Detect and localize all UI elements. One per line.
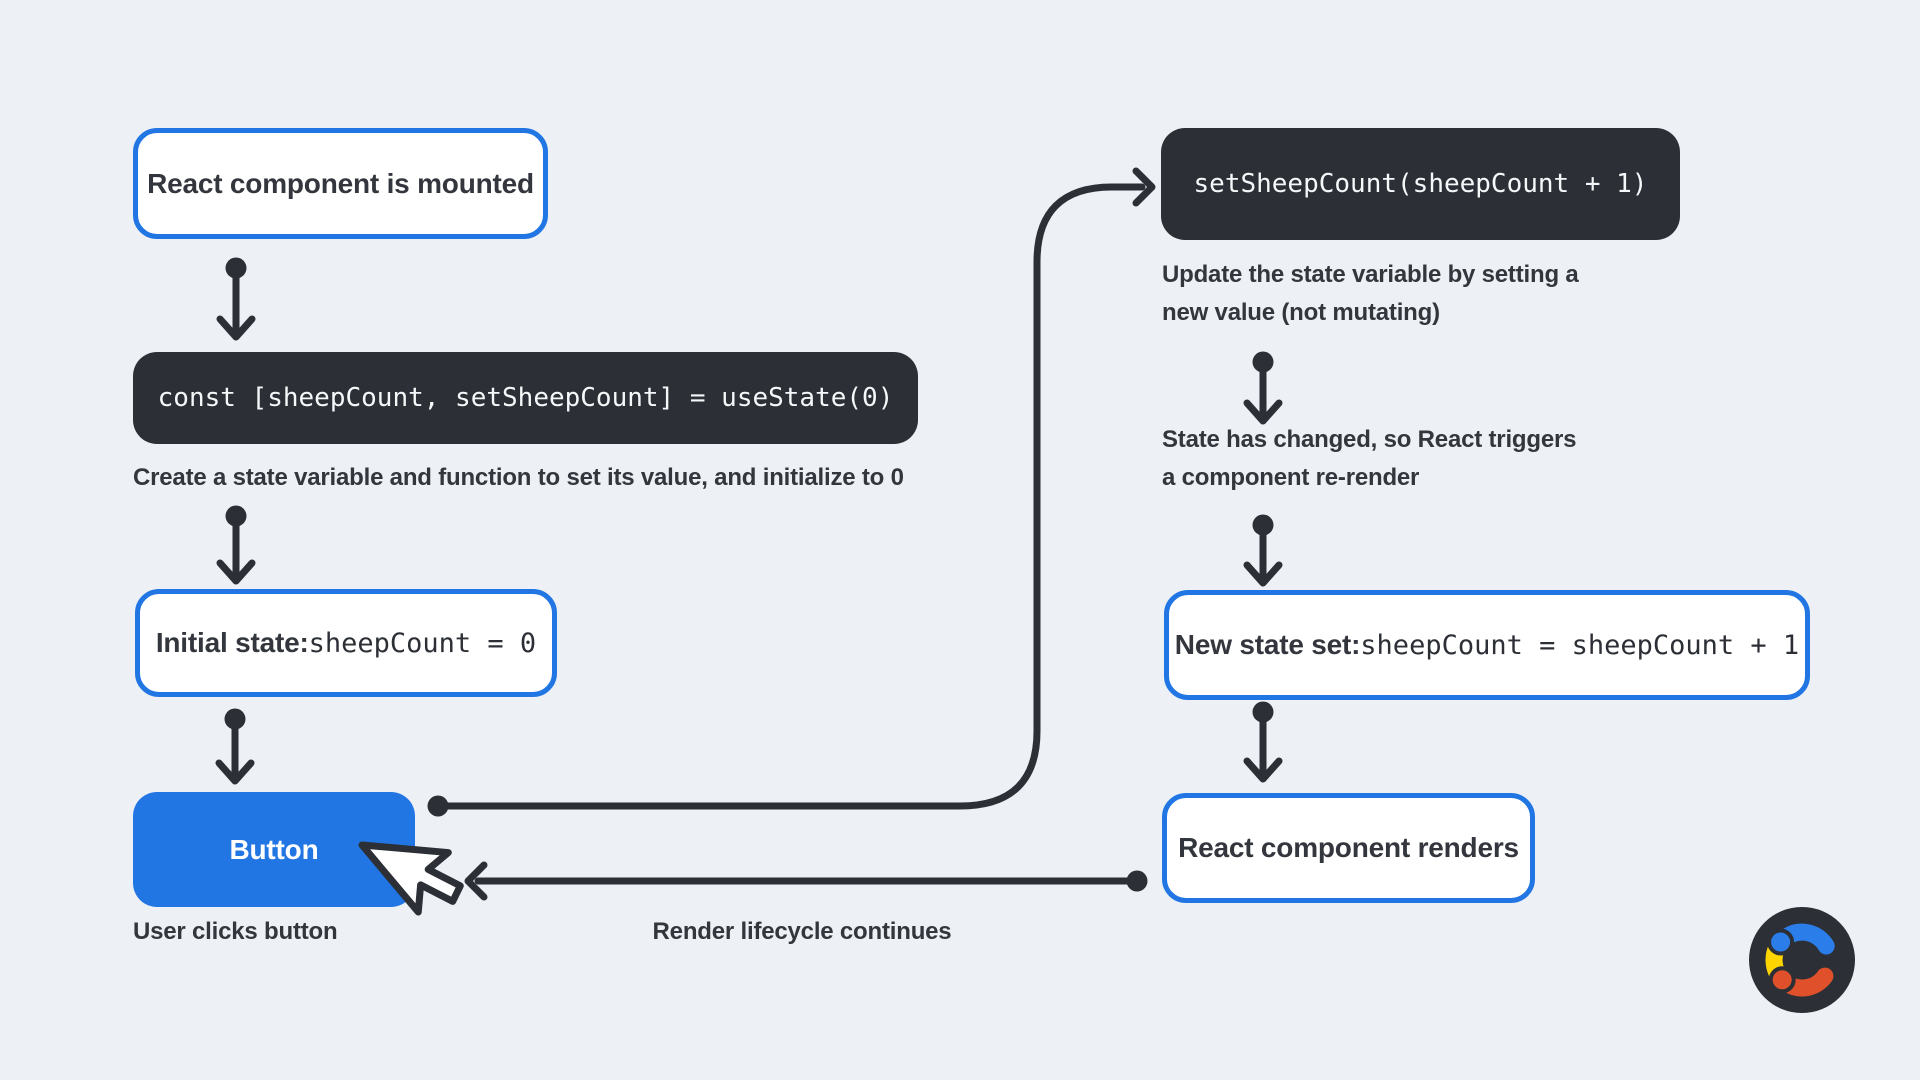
arrow-new-state-to-renders (1243, 701, 1283, 783)
node-new-state: New state set: sheepCount = sheepCount +… (1164, 590, 1810, 700)
arrow-mounted-to-code (216, 257, 256, 341)
update-state-caption: Update the state variable by setting a n… (1162, 261, 1579, 326)
node-component-mounted-label: React component is mounted (147, 167, 534, 199)
render-lifecycle-caption: Render lifecycle continues (652, 918, 952, 945)
button-node: Button (133, 792, 415, 907)
initial-state-prefix: Initial state: (155, 627, 309, 658)
button-node-label: Button (229, 833, 319, 865)
usestate-caption: Create a state variable and function to … (133, 464, 904, 491)
arrow-caption-to-initial-state (216, 505, 256, 585)
node-initial-state: Initial state: sheepCount = 0 (135, 589, 557, 697)
arrow-initial-state-to-button (215, 708, 255, 785)
button-caption: User clicks button (133, 918, 338, 945)
arrow-update-to-state-changed (1243, 351, 1283, 425)
node-setsheepcount-code: setSheepCount(sheepCount + 1) (1161, 128, 1680, 240)
initial-state-code: sheepCount = 0 (308, 627, 537, 659)
node-component-mounted: React component is mounted (133, 128, 548, 239)
setsheepcount-code-text: setSheepCount(sheepCount + 1) (1193, 169, 1648, 199)
node-component-renders: React component renders (1162, 793, 1535, 903)
arrow-state-changed-to-new-state (1243, 514, 1283, 587)
node-component-renders-label: React component renders (1178, 832, 1519, 863)
connector-renders-to-button (464, 861, 1148, 901)
c-brand-logo (1749, 907, 1855, 1013)
usestate-code-text: const [sheepCount, setSheepCount] = useS… (157, 383, 894, 413)
state-changed-caption: State has changed, so React triggers a c… (1162, 426, 1577, 491)
node-usestate-code: const [sheepCount, setSheepCount] = useS… (133, 352, 918, 444)
new-state-prefix: New state set: (1174, 629, 1361, 660)
new-state-code: sheepCount = sheepCount + 1 (1360, 629, 1800, 661)
